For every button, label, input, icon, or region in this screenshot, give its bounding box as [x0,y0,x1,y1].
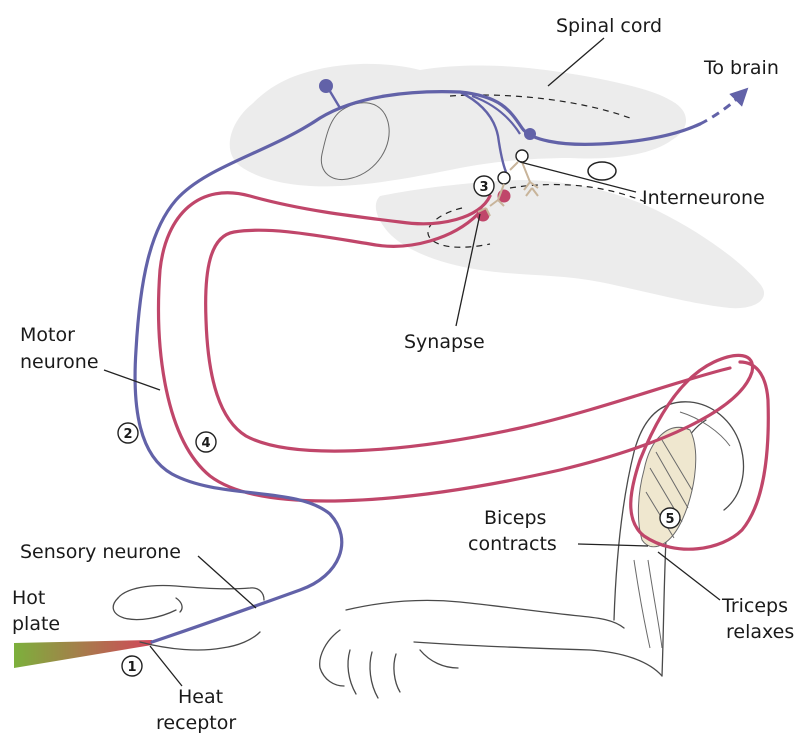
to-brain-dashed-axon [700,94,742,124]
biceps-label-line1: Biceps [484,507,546,529]
heat-receptor-leader [150,646,182,686]
step-5-marker: 5 [660,508,680,528]
triceps-label-line1: Triceps [721,595,788,617]
synapse-label: Synapse [404,331,485,353]
svg-text:4: 4 [201,436,210,451]
sensory-neurone-label: Sensory neurone [20,541,181,563]
spinal-cord-label: Spinal cord [556,15,662,37]
interneurone-cell-body-2 [498,172,510,184]
triceps-leader [658,552,720,600]
svg-text:3: 3 [479,180,488,195]
sensory-neurone-leader [198,556,256,608]
hot-plate-label-line2: plate [12,613,60,635]
step-2-marker: 2 [118,423,138,443]
heat-receptor-label-line2: receptor [156,712,236,734]
motor-neurone-label-line2: neurone [20,351,99,373]
svg-text:2: 2 [123,427,132,442]
spinal-cord-upper-section [230,64,686,186]
sensory-neurone-cell-body [319,79,333,93]
heat-receptor-label-line1: Heat [178,686,223,708]
spinal-cord [230,38,764,308]
biceps-label-line2: contracts [468,533,557,555]
triceps-label-line2: relaxes [726,621,794,643]
svg-text:1: 1 [127,660,136,675]
step-3-marker: 3 [474,176,494,196]
svg-text:5: 5 [665,512,674,527]
interneurone-label: Interneurone [642,187,765,209]
motor-neurone-label-line1: Motor [20,324,75,346]
central-canal [588,162,616,180]
biceps-leader [578,544,648,546]
motor-neurone-leader [104,370,160,390]
step-4-marker: 4 [196,432,216,452]
to-brain-label: To brain [703,57,779,79]
step-1-marker: 1 [122,656,142,676]
ascending-neurone-cell-body [524,128,536,140]
hot-plate-label-line1: Hot [12,587,45,609]
interneurone-cell-body-1 [516,150,528,162]
